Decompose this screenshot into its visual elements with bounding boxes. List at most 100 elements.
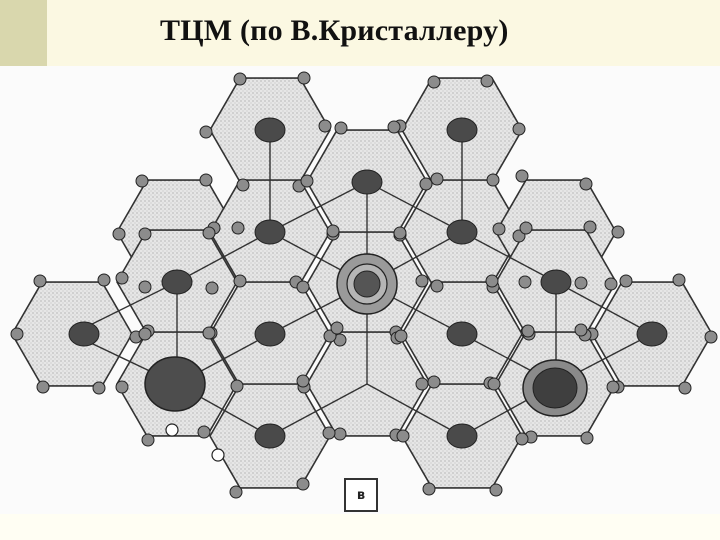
order-3-settlement (202, 326, 216, 340)
order-3-settlement (430, 279, 444, 293)
order-3-settlement (580, 431, 594, 445)
order-3-settlement (574, 323, 588, 337)
order-3-settlement (92, 381, 106, 395)
order-3-settlement (480, 74, 494, 88)
order-3-settlement (486, 173, 500, 187)
order-3-settlement (135, 174, 149, 188)
order-1-center (353, 270, 381, 298)
hollow-settlement-marker (165, 423, 179, 437)
divider-line (555, 281, 653, 335)
order-3-settlement (492, 222, 506, 236)
order-2-center (254, 117, 286, 143)
settlement-dot-layer (10, 71, 718, 499)
order-3-settlement (485, 274, 499, 288)
order-3-settlement (33, 274, 47, 288)
order-3-settlement (296, 280, 310, 294)
order-3-settlement (515, 432, 529, 446)
order-3-settlement (236, 178, 250, 192)
slide-title: ТЦМ (по В.Кристаллеру) (160, 14, 509, 47)
order-2-center (254, 219, 286, 245)
order-3-settlement (427, 75, 441, 89)
order-3-settlement (197, 425, 211, 439)
order-3-settlement (521, 324, 535, 338)
order-3-settlement (604, 277, 618, 291)
order-3-settlement (518, 275, 532, 289)
order-3-settlement (199, 173, 213, 187)
order-3-settlement (141, 433, 155, 447)
order-2-center (446, 117, 478, 143)
order-2-center (636, 321, 668, 347)
order-3-settlement (230, 379, 244, 393)
order-3-settlement (10, 327, 24, 341)
order-2-center (68, 321, 100, 347)
divider-line (269, 383, 368, 437)
order-3-settlement (672, 273, 686, 287)
order-3-settlement (419, 177, 433, 191)
order-3-settlement (704, 330, 718, 344)
order-3-settlement (393, 226, 407, 240)
order-3-settlement (579, 177, 593, 191)
order-1-center-west (144, 356, 206, 412)
order-3-settlement (199, 125, 213, 139)
order-2-center (446, 219, 478, 245)
order-3-settlement (519, 221, 533, 235)
order-3-settlement (97, 273, 111, 287)
order-3-settlement (678, 381, 692, 395)
order-3-settlement (205, 281, 219, 295)
order-3-settlement (297, 71, 311, 85)
order-3-settlement (489, 483, 503, 497)
order-3-settlement (231, 221, 245, 235)
divider-line (461, 231, 557, 283)
order-3-settlement (233, 72, 247, 86)
figure-label: в (344, 478, 378, 512)
order-3-settlement (138, 227, 152, 241)
order-3-settlement (415, 377, 429, 391)
order-2-center (446, 321, 478, 347)
order-3-settlement (112, 227, 126, 241)
order-3-settlement (202, 226, 216, 240)
order-3-settlement (583, 220, 597, 234)
order-3-settlement (138, 280, 152, 294)
order-3-settlement (512, 122, 526, 136)
order-3-settlement (611, 225, 625, 239)
order-3-settlement (619, 274, 633, 288)
order-3-settlement (396, 429, 410, 443)
divider-line (366, 181, 463, 233)
order-3-settlement (515, 169, 529, 183)
order-3-settlement (233, 274, 247, 288)
divider-line (176, 231, 271, 283)
order-2-center (161, 269, 193, 295)
header-accent-bar (0, 0, 47, 66)
divider-line (366, 383, 463, 437)
order-3-settlement (394, 329, 408, 343)
figure-bottom-strip (0, 514, 720, 540)
order-3-settlement (606, 380, 620, 394)
order-2-center (254, 423, 286, 449)
order-3-settlement (229, 485, 243, 499)
order-3-settlement (487, 377, 501, 391)
order-3-settlement (115, 380, 129, 394)
order-3-settlement (422, 482, 436, 496)
order-2-center (351, 169, 383, 195)
order-3-settlement (427, 375, 441, 389)
order-3-settlement (334, 121, 348, 135)
order-3-settlement (115, 271, 129, 285)
order-3-settlement (330, 321, 344, 335)
order-3-settlement (574, 276, 588, 290)
order-1-center-east (532, 367, 578, 409)
order-2-center (254, 321, 286, 347)
order-3-settlement (333, 427, 347, 441)
order-3-settlement (318, 119, 332, 133)
divider-line (269, 181, 368, 233)
order-3-settlement (430, 172, 444, 186)
order-3-settlement (296, 374, 310, 388)
hollow-settlement-marker (211, 448, 225, 462)
order-2-center (446, 423, 478, 449)
order-3-settlement (296, 477, 310, 491)
order-3-settlement (415, 274, 429, 288)
order-3-settlement (326, 224, 340, 238)
order-3-settlement (300, 174, 314, 188)
order-3-settlement (36, 380, 50, 394)
order-3-settlement (387, 120, 401, 134)
